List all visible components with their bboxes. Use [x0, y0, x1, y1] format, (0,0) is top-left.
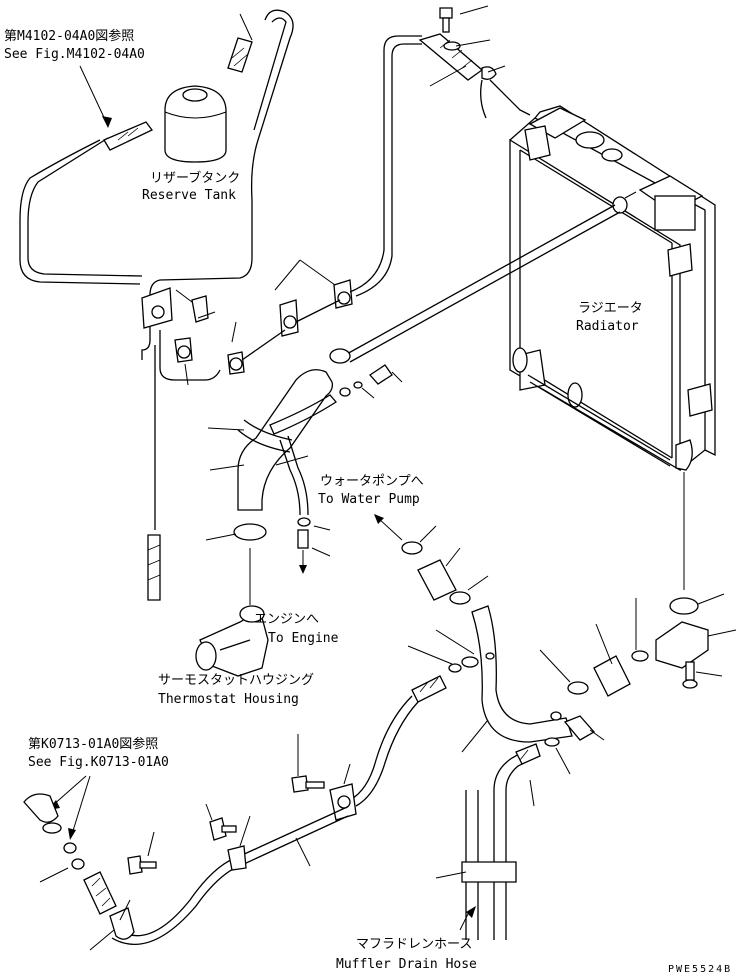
lower-hose-parts — [401, 525, 737, 775]
water-pump-jp-label: ウォータポンプへ — [320, 474, 424, 489]
upper-radiator-hose — [418, 5, 531, 119]
drain-hose-clamp-group — [291, 629, 495, 821]
ref2-jp-label: 第K0713-01A0図参照 — [28, 736, 158, 752]
muffler-jp-label: マフラドレンホース — [356, 937, 472, 952]
radiator-en-label: Radiator — [576, 319, 639, 334]
radiator-lower-connection — [329, 204, 621, 399]
ref1-jp-label: 第M4102-04A0図参照 — [4, 28, 134, 44]
thermostat-hose — [205, 369, 337, 605]
muffler-en-label: Muffler Drain Hose — [336, 957, 477, 972]
engine-jp-label: エンジンへ — [254, 612, 319, 627]
drawing-code: PWE5524B — [668, 964, 732, 975]
muffler-drain-hose — [435, 743, 541, 940]
bracket-clamps — [141, 35, 422, 386]
radiator-jp-label: ラジエータ — [578, 301, 643, 316]
ref1-leader — [79, 65, 112, 128]
ref2-en-label: See Fig.K0713-01A0 — [28, 755, 169, 770]
thermostat-housing — [195, 605, 269, 677]
overflow-hose — [149, 9, 294, 315]
water-pump-arrow — [374, 514, 403, 541]
reserve-tank-jp-label: リザーブタンク — [150, 170, 240, 186]
ref1-en-label: See Fig.M4102-04A0 — [4, 47, 145, 62]
reserve-tank-en-label: Reserve Tank — [142, 188, 236, 203]
lower-left-hose — [23, 793, 349, 951]
radiator — [509, 105, 716, 590]
thermostat-jp-label: サーモスタットハウジング — [158, 673, 314, 688]
reserve-tank — [164, 85, 227, 163]
engine-en-label: To Engine — [268, 631, 339, 646]
thermostat-en-label: Thermostat Housing — [158, 692, 299, 707]
water-pump-en-label: To Water Pump — [318, 492, 420, 507]
left-hose-loop — [19, 121, 161, 601]
